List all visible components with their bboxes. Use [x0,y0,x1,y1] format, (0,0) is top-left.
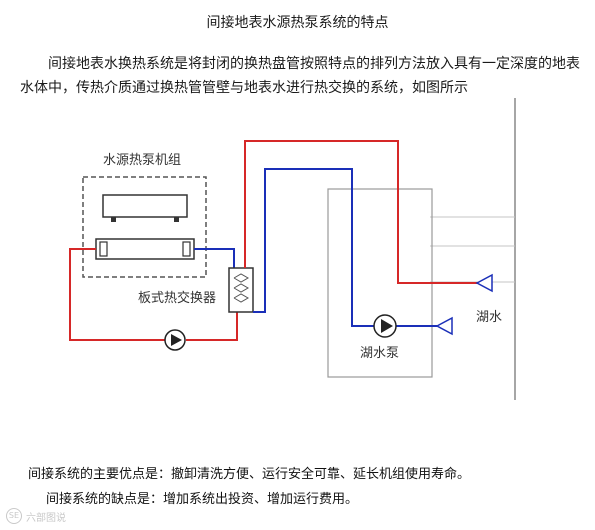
blue-loop-unit [194,248,235,268]
evaporator-component [95,238,195,260]
watermark: SE 六部图说 [6,508,66,524]
lake-pump-label: 湖水泵 [360,346,399,361]
plate-heat-exchanger-icon [228,267,254,313]
watermark-text: 六部图说 [26,512,66,524]
disadvantages-text: 间接系统的缺点是：增加系统出投资、增加运行费用。 [46,492,359,507]
watermark-logo-icon: SE [6,508,22,524]
intro-paragraph: 间接地表水换热系统是将封闭的换热盘管按照特点的排列方法放入具有一定深度的地表水体… [20,56,580,96]
red-lake-line [244,140,477,284]
advantages-text: 间接系统的主要优点是：撤卸清洗方便、运行安全可靠、延长机组使用寿命。 [28,467,471,482]
circulation-pump-icon [164,329,186,351]
page-title: 间接地表水源热泵系统的特点 [206,15,389,31]
lake-intake-icon [435,316,453,336]
lake-pump-icon [373,314,397,338]
lake-outlet-icon [475,273,493,293]
exchanger-label: 板式热交换器 [138,290,216,306]
blue-lake-line [253,168,374,327]
red-loop-right [186,312,238,341]
heat-pump-unit-box [82,176,207,278]
red-loop-left [69,248,165,341]
water-lines [430,216,515,283]
lake-water-label: 湖水 [476,310,502,325]
compressor-component [102,194,188,222]
heat-pump-unit-label: 水源热泵机组 [103,153,181,168]
